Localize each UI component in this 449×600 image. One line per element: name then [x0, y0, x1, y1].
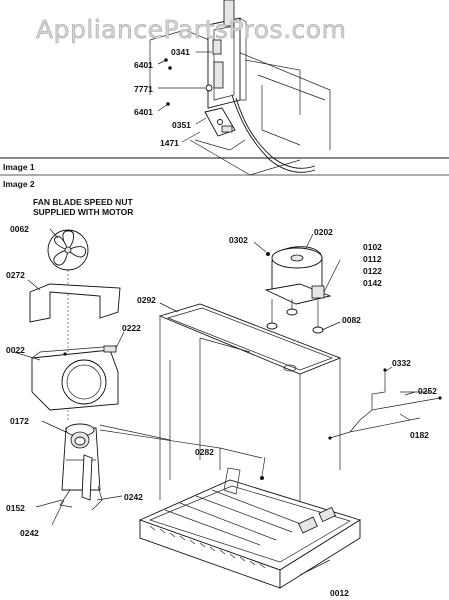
watermark: AppliancePartsPros.com	[36, 15, 346, 44]
part-label-0341: 0341	[171, 47, 190, 57]
fan-motor	[35, 420, 123, 526]
part-label-0351: 0351	[172, 120, 191, 130]
image1-labels: 0341 6401 7771 6401 0351 1471	[134, 47, 191, 148]
fan-blade	[47, 228, 89, 271]
part-label-0272: 0272	[6, 270, 25, 280]
part-label-1471: 1471	[160, 138, 179, 148]
part-label-0062: 0062	[10, 224, 29, 234]
fan-shroud	[27, 279, 121, 323]
part-label-0122: 0122	[363, 266, 382, 276]
wire-harness	[328, 366, 442, 440]
section-label-image1: Image 1	[3, 162, 35, 172]
part-label-0302: 0302	[229, 235, 248, 245]
part-label-0222: 0222	[122, 323, 141, 333]
part-label-0332: 0332	[392, 358, 411, 368]
image2-labels: 0062 0272 0022 0222 0172 0152 0242 0242 …	[6, 224, 437, 598]
part-label-0082: 0082	[342, 315, 361, 325]
part-label-0012: 0012	[330, 588, 349, 598]
part-label-0172: 0172	[10, 416, 29, 426]
part-label-7771: 7771	[134, 84, 153, 94]
part-label-0242: 0242	[124, 492, 143, 502]
part-label-0102: 0102	[363, 242, 382, 252]
image1-drawing	[0, 0, 449, 176]
part-label-0252: 0252	[418, 386, 437, 396]
part-label-0292: 0292	[137, 295, 156, 305]
fan-note: FAN BLADE SPEED NUT SUPPLIED WITH MOTOR	[33, 197, 133, 217]
part-label-0022: 0022	[6, 345, 25, 355]
part-label-0152: 0152	[6, 503, 25, 513]
section-label-image2: Image 2	[3, 179, 35, 189]
part-label-0142: 0142	[363, 278, 382, 288]
part-label-0242: 0242	[20, 528, 39, 538]
fan-housing	[13, 331, 125, 411]
part-label-0282: 0282	[195, 447, 214, 457]
part-label-0202: 0202	[314, 227, 333, 237]
base-pan	[138, 447, 362, 589]
part-label-6401: 6401	[134, 60, 153, 70]
compressor	[253, 233, 341, 334]
fan-nut-note-line2: SUPPLIED WITH MOTOR	[33, 207, 133, 217]
part-label-6401: 6401	[134, 107, 153, 117]
part-label-0182: 0182	[410, 430, 429, 440]
fan-nut-note-line1: FAN BLADE SPEED NUT	[33, 197, 133, 207]
part-label-0112: 0112	[363, 254, 382, 264]
